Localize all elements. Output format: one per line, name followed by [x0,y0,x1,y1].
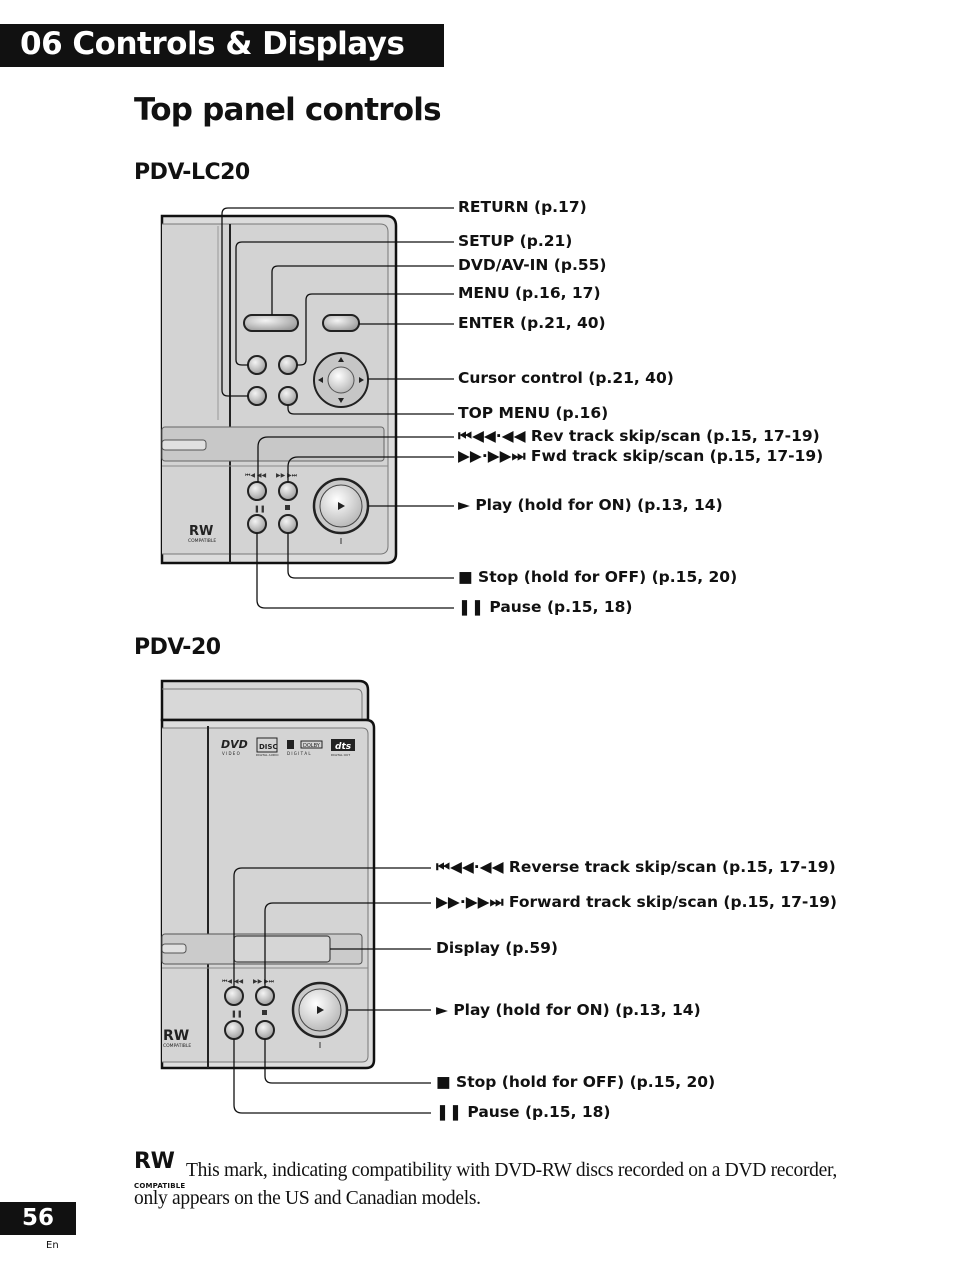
pdv-20-panel: DVD V I D E O DISC DIGITAL AUDIO DOLBY D… [160,679,431,1114]
label-dvd-av-in: DVD/AV-IN (p.55) [458,256,607,274]
model-title-pdv20: PDV-20 [134,635,221,660]
label-stop-pdv20: ■ Stop (hold for OFF) (p.15, 20) [436,1073,716,1091]
label-display: Display (p.59) [436,939,559,957]
label-top-menu: TOP MENU (p.16) [458,404,609,422]
svg-text:V I D E O: V I D E O [222,751,240,756]
label-stop: ■ Stop (hold for OFF) (p.15, 20) [458,568,738,586]
svg-text:COMPATIBLE: COMPATIBLE [188,538,216,544]
label-fwd-skip-scan: ▶▶·▶▶⏭ Fwd track skip/scan (p.15, 17-19) [458,447,824,465]
svg-text:D I G I T A L: D I G I T A L [287,751,311,756]
model-title-lc20: PDV-LC20 [134,160,250,185]
svg-text:COMPATIBLE: COMPATIBLE [163,1043,191,1049]
svg-text:▶▶ ▶⏭: ▶▶ ▶⏭ [276,472,298,479]
chapter-heading-bar: 06 Controls & Displays [0,24,444,67]
chapter-heading: 06 Controls & Displays [20,26,405,62]
label-menu: MENU (p.16, 17) [458,284,601,302]
label-pause: ❚❚ Pause (p.15, 18) [458,598,633,616]
language-code: En [46,1240,59,1251]
note-text: This mark, indicating compatibility with… [134,1160,837,1209]
label-forward-skip-scan: ▶▶·▶▶⏭ Forward track skip/scan (p.15, 17… [436,893,837,911]
svg-text:▶▶ ▶⏭: ▶▶ ▶⏭ [253,978,275,985]
label-reverse-skip-scan: ⏮◀◀·◀◀ Reverse track skip/scan (p.15, 17… [436,858,836,876]
label-setup: SETUP (p.21) [458,232,573,250]
label-enter: ENTER (p.21, 40) [458,314,606,332]
svg-text:❚❚: ❚❚ [254,505,266,513]
label-cursor-control: Cursor control (p.21, 40) [458,369,674,387]
label-pause-pdv20: ❚❚ Pause (p.15, 18) [436,1103,611,1121]
rw-logo-pdv20: RW [163,1028,189,1044]
svg-text:DISC: DISC [259,743,278,751]
svg-text:DIGITAL OUT: DIGITAL OUT [331,753,350,757]
label-rev-skip-scan: ⏮◀◀·◀◀ Rev track skip/scan (p.15, 17-19) [458,427,820,445]
svg-text:⏮◀ ◀◀: ⏮◀ ◀◀ [245,472,267,479]
svg-text:dts: dts [335,742,352,752]
rw-compatibility-note: RW COMPATIBLE This mark, indicating comp… [134,1149,874,1213]
svg-text:DOLBY: DOLBY [303,743,321,749]
svg-text:DVD: DVD [221,738,248,751]
rw-compatible-mark: RW COMPATIBLE [134,1149,186,1190]
svg-text:DIGITAL AUDIO: DIGITAL AUDIO [256,753,279,757]
svg-text:❚❚: ❚❚ [231,1010,243,1018]
page-number: 56 [0,1202,76,1235]
pdv-lc20-panel: ⏮◀ ◀◀ ▶▶ ▶⏭ ❚❚ RW COMPATIBLE [160,207,454,609]
svg-text:⏮◀ ◀◀: ⏮◀ ◀◀ [222,978,244,985]
label-play: ► Play (hold for ON) (p.13, 14) [458,496,723,514]
rw-logo-lc20: RW [189,524,213,539]
page-title: Top panel controls [134,92,442,128]
label-play-pdv20: ► Play (hold for ON) (p.13, 14) [436,1001,701,1019]
label-return: RETURN (p.17) [458,198,587,216]
